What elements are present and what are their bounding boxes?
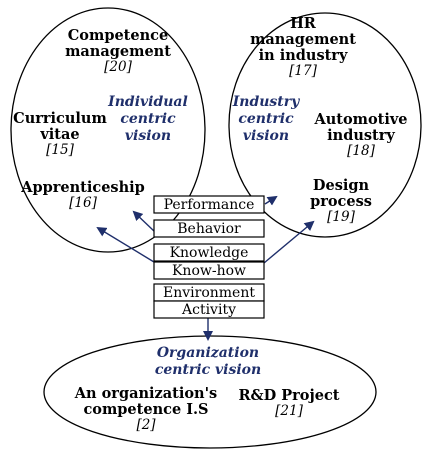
behavior-label: Behavior [177,221,241,237]
apprenticeship-ref: [16] [69,195,97,211]
arrow-to-design-process [263,220,315,264]
automotive-industry-topic: Automotive industry [18] [313,111,407,159]
arrow-to-apprenticeship [96,226,155,263]
org-is-ref: [2] [136,417,156,433]
hr-line-1: HR [290,15,317,32]
environment-box: Environment [153,283,265,302]
hr-line-2: management [250,31,356,48]
industry-vision-line-2: centric [238,111,294,127]
cv-line-1: Curriculum [13,110,107,127]
cv-line-2: vitae [39,126,79,143]
individual-vision-ellipse [10,7,206,253]
org-is-line-1: An organization's [74,385,217,402]
individual-vision-line-3: vision [125,128,171,144]
rd-project-topic: R&D Project [21] [239,387,340,419]
activity-label: Activity [181,302,236,318]
apprenticeship-line-1: Apprenticeship [20,179,145,196]
competence-line-1: Competence [68,27,168,44]
competence-ref: [20] [104,59,132,75]
industry-vision-label: Industry centric vision [232,94,300,144]
organization-is-topic: An organization's competence I.S [2] [74,385,217,433]
apprenticeship-topic: Apprenticeship [16] [20,179,145,211]
organization-vision-line-2: centric vision [155,362,261,378]
individual-vision-line-1: Individual [107,94,188,110]
activity-box: Activity [153,300,265,319]
arrow-performance-to-industry [264,195,278,206]
curriculum-vitae-topic: Curriculum vitae [15] [13,110,107,158]
design-process-topic: Design process [19] [310,177,372,225]
arrow-behavior-to-individual [132,210,156,233]
performance-box: Performance [153,195,265,214]
hr-management-topic: HR management in industry [17] [250,15,356,79]
automotive-line-1: Automotive [313,111,407,128]
individual-vision-line-2: centric [120,111,176,127]
knowhow-box: Know-how [153,261,265,280]
organization-vision-label: Organization centric vision [155,345,261,378]
design-line-1: Design [313,177,370,194]
organization-vision-line-1: Organization [157,345,259,361]
rd-ref: [21] [275,403,303,419]
cv-ref: [15] [46,142,74,158]
hr-ref: [17] [289,63,317,79]
individual-vision-label: Individual centric vision [107,94,188,144]
industry-vision-line-3: vision [243,128,289,144]
industry-vision-line-1: Industry [232,94,300,110]
industry-vision-ellipse [228,12,422,238]
design-ref: [19] [327,209,355,225]
hr-line-3: in industry [259,47,348,64]
org-is-line-2: competence I.S [83,401,208,418]
automotive-line-2: industry [327,127,395,144]
knowledge-label: Knowledge [170,245,249,261]
rd-line-1: R&D Project [239,387,340,404]
automotive-ref: [18] [347,143,375,159]
performance-label: Performance [164,197,255,213]
knowhow-label: Know-how [172,263,246,279]
knowledge-box: Knowledge [153,243,265,262]
behavior-box: Behavior [153,219,265,238]
competence-management-topic: Competence management [20] [65,27,171,75]
environment-label: Environment [163,285,255,301]
design-line-2: process [310,193,372,210]
competence-line-2: management [65,43,171,60]
